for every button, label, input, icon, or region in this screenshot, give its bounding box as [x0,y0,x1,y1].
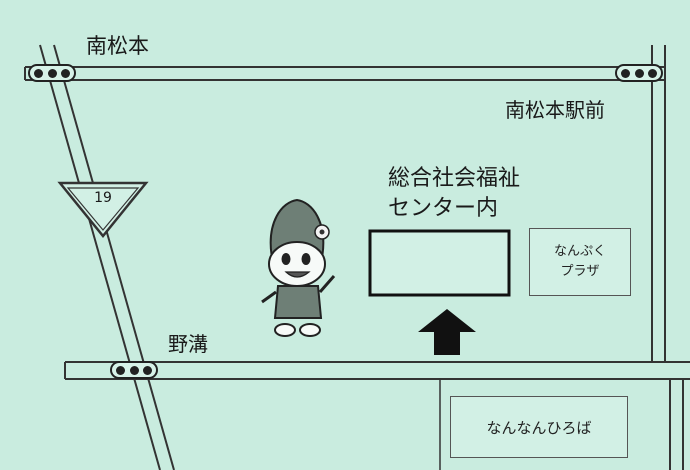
up-arrow-icon [418,309,476,355]
traffic-signal-icon [110,361,158,379]
nanpuku-plaza-label-line1: なんぷく [553,244,606,259]
nannan-hiroba-building: なんなんひろば [450,396,628,458]
nanpuku-plaza-building: なんぷく プラザ [529,228,631,296]
nanpuku-plaza-label-line2: プラザ [560,264,600,279]
label-nomizo: 野溝 [168,332,208,356]
mascot-character [261,198,336,337]
route19-sign-number: 19 [94,190,112,206]
label-station-front: 南松本駅前 [505,98,605,122]
label-minamimatsumoto: 南松本 [86,34,149,58]
route19-sign-shape [57,181,149,238]
nannan-hiroba-label: なんなんひろば [486,418,592,437]
label-welfare-center-line1: 総合社会福祉 [388,166,521,191]
welfare-center-building [368,229,511,297]
traffic-signal-icon [28,64,76,82]
route19-sign-inner-border [66,187,140,231]
traffic-signal-icon [615,64,663,82]
label-welfare-center-line2: センター内 [388,196,499,221]
route19-edge-west [39,44,161,470]
route19-edge-east [53,44,175,470]
